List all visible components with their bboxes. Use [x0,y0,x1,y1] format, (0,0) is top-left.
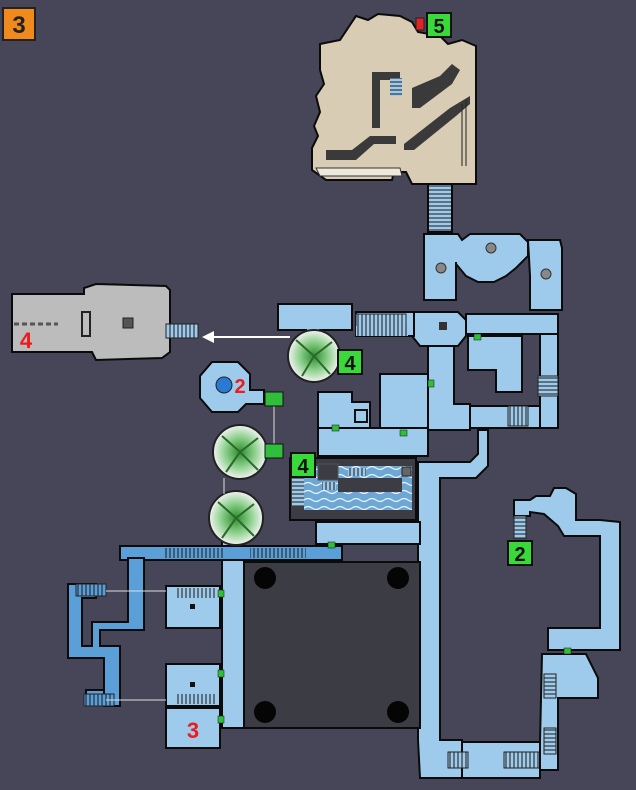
ne-pillar [439,322,447,330]
stairs-2-marker: 2 [507,540,533,566]
south-stairs [447,751,469,769]
south-stairs-east [503,751,541,769]
door-markers [217,333,572,724]
tank-south-corridor [315,521,421,545]
bridge-stairs [356,326,408,336]
svg-text:3: 3 [12,12,25,39]
dark-corridor-stairs-a [164,548,224,558]
west-room-4-marker: 4 [20,328,33,353]
room-2-marker: 2 [234,376,245,398]
door-icon [264,391,284,407]
ne-floor-hatches [435,242,552,280]
se-stairs-mid [543,673,557,699]
octagon-room [199,361,265,413]
sw-room-pillar-b [190,682,195,687]
door-icon [354,409,368,423]
east-stairs [537,375,559,397]
locked-door-icon [415,17,425,31]
svg-text:2: 2 [234,376,245,398]
se-zone [513,487,621,771]
door-5-marker: 5 [426,12,452,38]
water-tank-room [289,457,417,521]
room-3-marker: 3 [187,718,199,743]
svg-text:2: 2 [514,544,525,566]
svg-text:4: 4 [344,353,356,375]
dark-corridor-stairs-c [75,583,107,597]
hall-west-corridor [221,539,245,729]
vertical-connector [223,404,275,494]
door-icon [264,443,284,459]
fan-icon [287,329,341,383]
north-sand-area [311,12,477,185]
svg-text:4: 4 [20,328,33,353]
west-grey-room [11,282,199,362]
north-stairs [427,183,453,233]
se-stairs-low [543,727,557,755]
svg-text:3: 3 [187,718,199,743]
svg-text:5: 5 [433,16,444,38]
fan-icon [212,424,268,480]
dark-corridor-stairs-b [250,548,306,558]
floor-badge: 3 [2,7,36,41]
central-corridor [417,429,541,779]
corridor-stairs [507,405,529,427]
sw-room-pillar-a [190,604,195,609]
fan-icon [208,490,264,546]
svg-text:4: 4 [297,456,309,478]
sw-room-stairs-a [176,588,216,598]
direction-arrow-icon [202,331,290,343]
sw-room-stairs-b [176,694,216,704]
fan-4-marker: 4 [337,349,363,375]
central-hall [241,561,421,729]
se-stairs-top [513,515,527,539]
connector-lines [106,590,166,701]
tank-4-marker: 4 [290,452,316,478]
